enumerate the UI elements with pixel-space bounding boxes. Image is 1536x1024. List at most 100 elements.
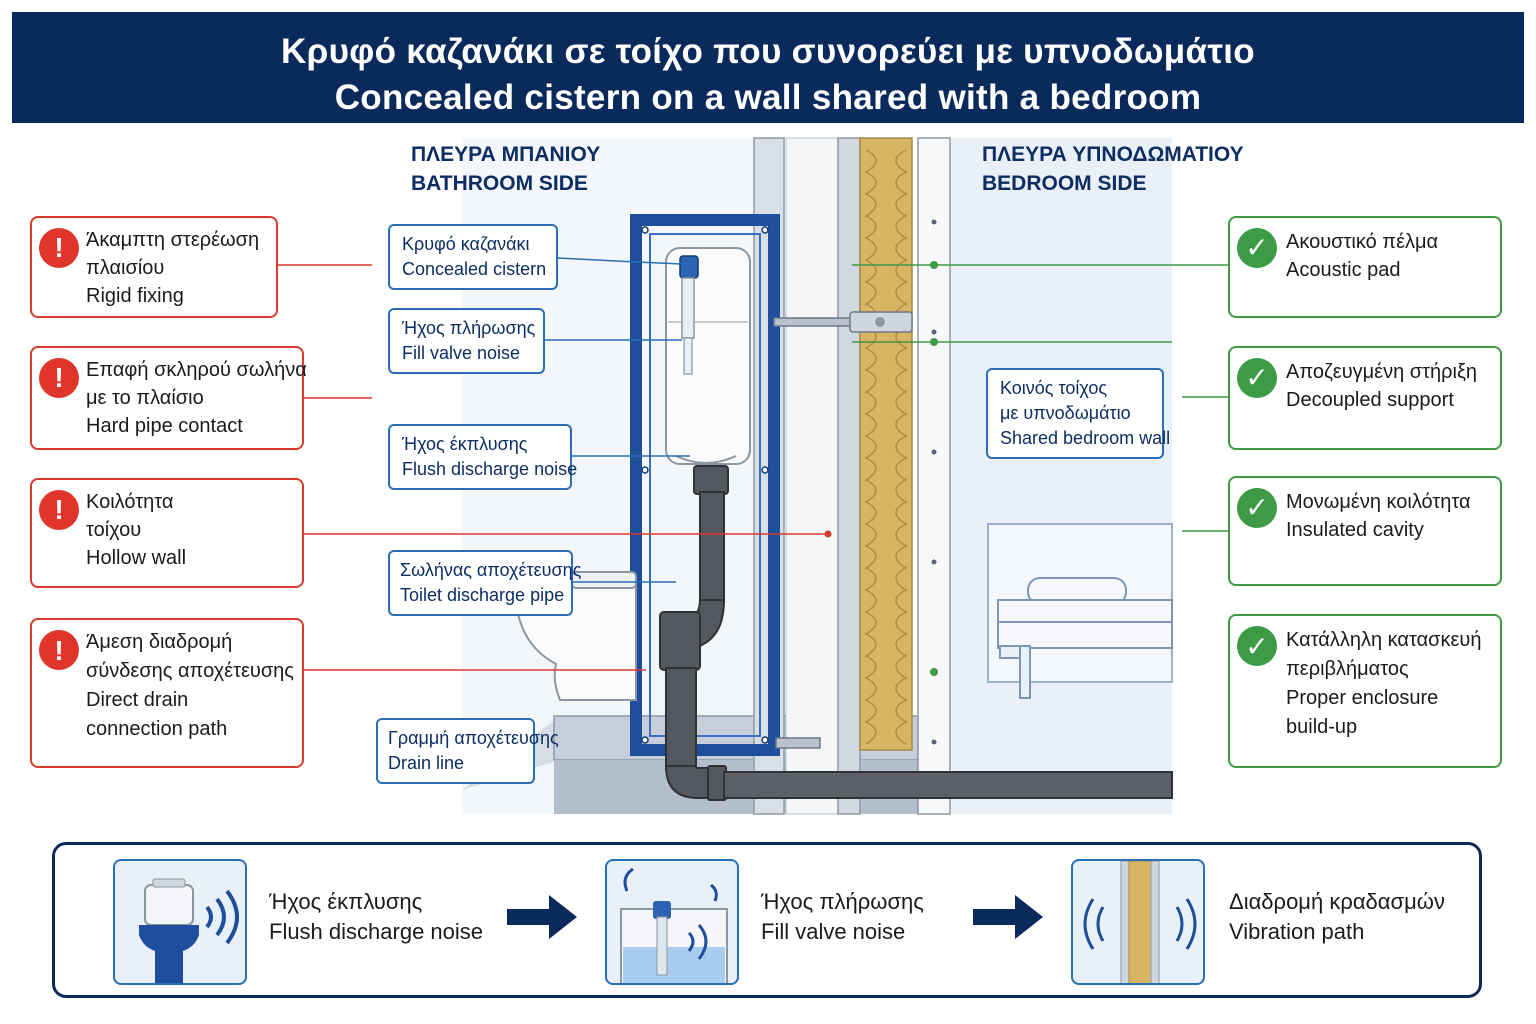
solution-acoustic-pad: ✓ Ακουστικό πέλμα Acoustic pad	[1228, 216, 1502, 318]
check-icon: ✓	[1237, 358, 1277, 398]
tag-shared-bedroom-wall: Κοινός τοίχος με υπνοδωμάτιο Shared bedr…	[986, 368, 1171, 459]
step-flush-noise: Ήχος έκπλυσης Flush discharge noise	[269, 887, 483, 947]
installation-frame	[630, 214, 780, 756]
problem-rigid-fixing: ! Άκαμπτη στερέωση πλαισίου Rigid fixing	[30, 216, 278, 318]
bathroom-side-greek: ΠΛΕΥΡΑ ΜΠΑΝΙΟΥ	[411, 143, 601, 166]
solution-insulated-cavity: ✓ Μονωμένη κοιλότητα Insulated cavity	[1228, 476, 1502, 586]
tag-line: Toilet discharge pipe	[400, 585, 565, 605]
tag-flush-discharge: Ήχος έκπλυσης Flush discharge noise	[388, 424, 578, 490]
problem-line: Άμεση διαδρομή	[86, 631, 233, 653]
wall-vibration-icon	[1071, 859, 1205, 985]
check-icon: ✓	[1237, 626, 1277, 666]
tag-line: Flush discharge noise	[402, 459, 578, 479]
problem-hard-pipe-contact: ! Επαφή σκληρού σωλήνα με το πλαίσιο Har…	[30, 346, 307, 450]
step-fill-valve-noise: Ήχος πλήρωσης Fill valve noise	[761, 887, 924, 947]
board-screws	[931, 219, 937, 745]
tag-line: Ήχος έκπλυσης	[402, 434, 528, 454]
step-line: Ήχος πλήρωσης	[761, 889, 924, 914]
warning-icon: !	[39, 490, 79, 530]
cistern-tank	[665, 247, 751, 465]
wall-board-bedroom	[917, 137, 951, 815]
step-line: Fill valve noise	[761, 919, 906, 944]
tag-line: Κρυφό καζανάκι	[402, 234, 530, 254]
solution-line: Ακουστικό πέλμα	[1286, 231, 1439, 253]
acoustic-pad-marker	[930, 261, 938, 269]
solution-line: Αποζευγμένη στήριξη	[1286, 361, 1478, 383]
bed-icon	[997, 577, 1173, 699]
problem-line: με το πλαίσιο	[86, 387, 204, 409]
enclosure-marker	[930, 668, 938, 676]
warning-icon: !	[39, 358, 79, 398]
tag-line: Drain line	[388, 753, 465, 773]
insulation-texture	[864, 149, 908, 745]
noise-path-strip: Ήχος έκπλυσης Flush discharge noise Ήχος…	[52, 842, 1482, 998]
tag-concealed-cistern: Κρυφό καζανάκι Concealed cistern	[388, 224, 558, 290]
problem-line: πλαισίου	[86, 257, 165, 279]
wall-bracket-lower	[775, 737, 821, 749]
solution-decoupled-support: ✓ Αποζευγμένη στήριξη Decoupled support	[1228, 346, 1502, 450]
tag-line: Κοινός τοίχος	[1000, 378, 1107, 398]
bedroom-side-label: ΠΛΕΥΡΑ ΥΠΝΟΔΩΜΑΤΙΟΥ BEDROOM SIDE	[982, 140, 1244, 198]
tag-line: με υπνοδωμάτιο	[1000, 403, 1131, 423]
step-line: Διαδρομή κραδασμών	[1229, 889, 1445, 914]
problem-line: Direct drain	[86, 689, 189, 711]
solution-line: Κατάλληλη κατασκευή	[1286, 629, 1482, 651]
arrow-right-icon	[973, 895, 1043, 939]
solution-leader-lines	[852, 264, 1228, 532]
title-banner: Κρυφό καζανάκι σε τοίχο που συνορεύει με…	[12, 12, 1524, 123]
tag-line: Concealed cistern	[402, 259, 547, 279]
arrow-right-icon	[507, 895, 577, 939]
wall-stud	[837, 137, 861, 815]
wall-bracket-upper	[773, 311, 913, 333]
bathroom-side-english: BATHROOM SIDE	[411, 172, 588, 195]
fill-valve-sound-icon	[605, 859, 739, 985]
step-line: Ήχος έκπλυσης	[269, 889, 423, 914]
component-leader-lines	[545, 257, 690, 583]
title-greek: Κρυφό καζανάκι σε τοίχο που συνορεύει με…	[281, 32, 1255, 71]
tag-line: Σωλήνας αποχέτευσης	[400, 560, 582, 580]
bathroom-side-label: ΠΛΕΥΡΑ ΜΠΑΝΙΟΥ BATHROOM SIDE	[411, 140, 600, 198]
step-line: Vibration path	[1229, 919, 1365, 944]
problem-line: σύνδεσης αποχέτευσης	[86, 660, 294, 682]
discharge-pipe	[659, 465, 729, 801]
solution-line: Decoupled support	[1286, 389, 1454, 411]
bedroom-background	[950, 138, 1172, 814]
problem-line: Hollow wall	[86, 547, 187, 569]
solution-line: Proper enclosure	[1286, 687, 1439, 709]
problem-line: Hard pipe contact	[86, 415, 243, 437]
step-vibration-path: Διαδρομή κραδασμών Vibration path	[1229, 887, 1445, 947]
problem-direct-drain-path: ! Άμεση διαδρομή σύνδεσης αποχέτευσης Di…	[30, 618, 304, 768]
problem-leader-lines	[277, 264, 828, 671]
solution-line: Μονωμένη κοιλότητα	[1286, 491, 1471, 513]
solution-line: περιβλήματος	[1286, 658, 1409, 680]
problem-line: Κοιλότητα	[86, 491, 174, 513]
warning-icon: !	[39, 630, 79, 670]
tag-discharge-pipe: Σωλήνας αποχέτευσης Toilet discharge pip…	[388, 550, 582, 616]
tag-line: Fill valve noise	[402, 343, 521, 363]
problem-line: τοίχου	[86, 519, 142, 541]
solution-line: Acoustic pad	[1286, 259, 1401, 281]
bedroom-side-english: BEDROOM SIDE	[982, 172, 1147, 195]
decoupled-support-marker	[930, 338, 938, 346]
wall-gap	[785, 137, 839, 815]
solution-line: Insulated cavity	[1286, 519, 1424, 541]
insulation-layer	[859, 137, 913, 751]
check-icon: ✓	[1237, 228, 1277, 268]
solution-proper-enclosure: ✓ Κατάλληλη κατασκευή περιβλήματος Prope…	[1228, 614, 1502, 768]
drain-line-pipe	[723, 771, 1173, 799]
tag-line: Γραμμή αποχέτευσης	[388, 728, 559, 748]
warning-icon: !	[39, 228, 79, 268]
check-icon: ✓	[1237, 488, 1277, 528]
tag-line: Shared bedroom wall	[1000, 428, 1171, 448]
problem-line: Rigid fixing	[86, 285, 184, 307]
problem-hollow-wall: ! Κοιλότητα τοίχου Hollow wall	[30, 478, 304, 588]
hollow-wall-marker	[824, 530, 832, 538]
solution-line: build-up	[1286, 716, 1358, 738]
bedroom-side-greek: ΠΛΕΥΡΑ ΥΠΝΟΔΩΜΑΤΙΟΥ	[982, 143, 1244, 166]
step-line: Flush discharge noise	[269, 919, 484, 944]
toilet-sound-icon	[113, 859, 247, 985]
problem-line: Επαφή σκληρού σωλήνα	[86, 359, 307, 381]
problem-line: Άκαμπτη στερέωση	[86, 229, 260, 251]
tag-drain-line: Γραμμή αποχέτευσης Drain line	[376, 718, 559, 784]
